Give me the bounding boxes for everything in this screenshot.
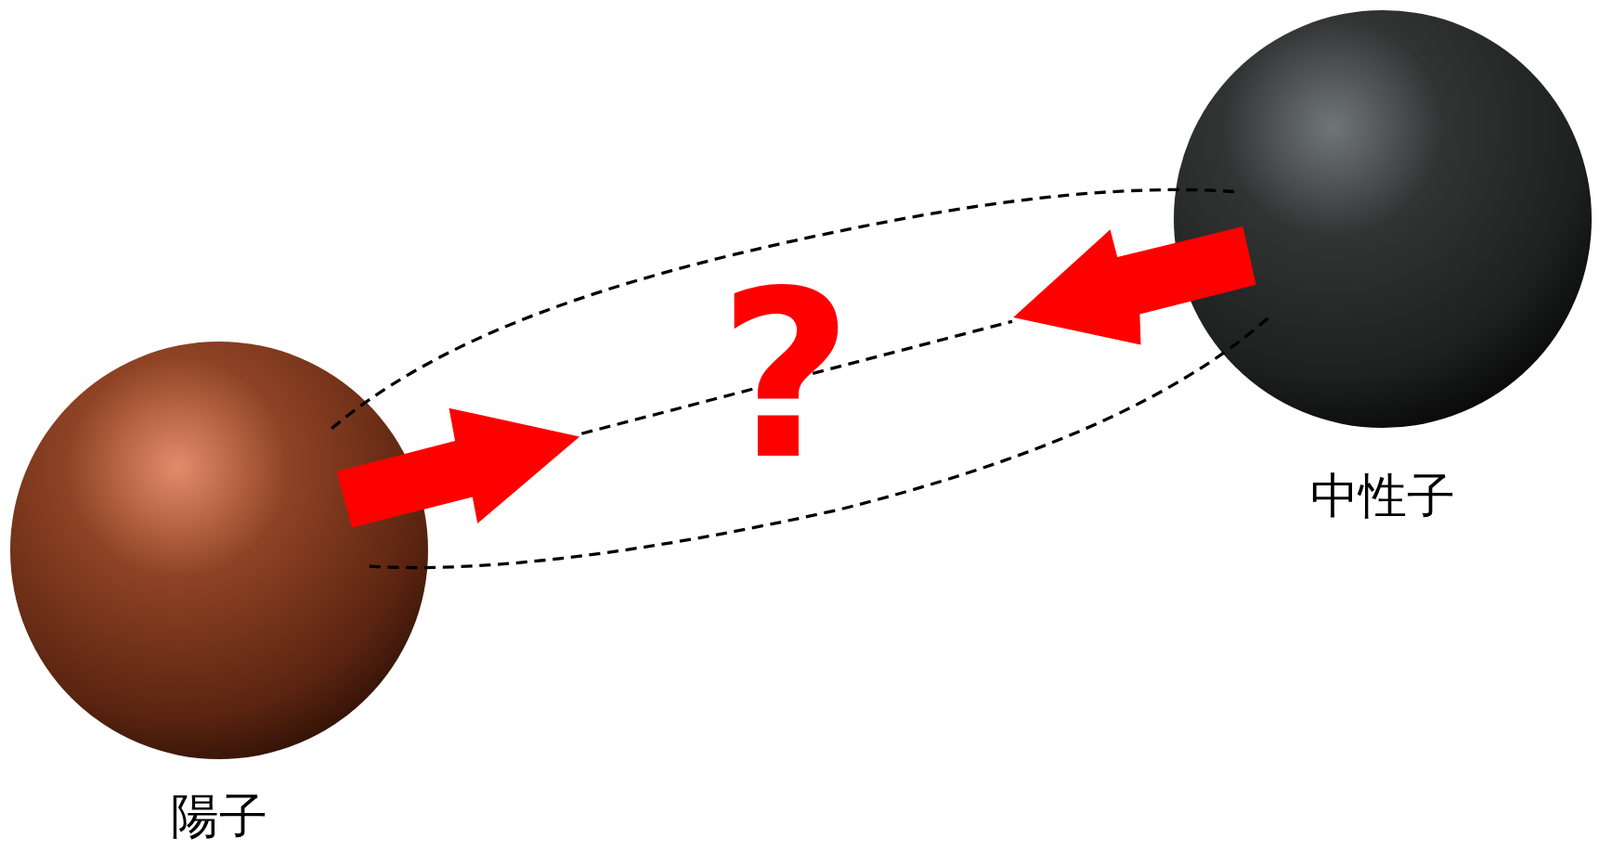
particle-label: 中性子 (1172, 464, 1593, 530)
sphere-shape (1172, 9, 1593, 430)
dashed-ellipse (331, 189, 1273, 568)
neutron-sphere: 中性子 (1172, 9, 1593, 530)
proton-sphere: 陽子 (9, 340, 430, 850)
question-mark: ? (718, 260, 854, 493)
particle-label: 陽子 (9, 784, 430, 850)
sphere-body (1173, 10, 1592, 429)
sphere-body (10, 341, 429, 760)
sphere-shape (9, 340, 430, 761)
